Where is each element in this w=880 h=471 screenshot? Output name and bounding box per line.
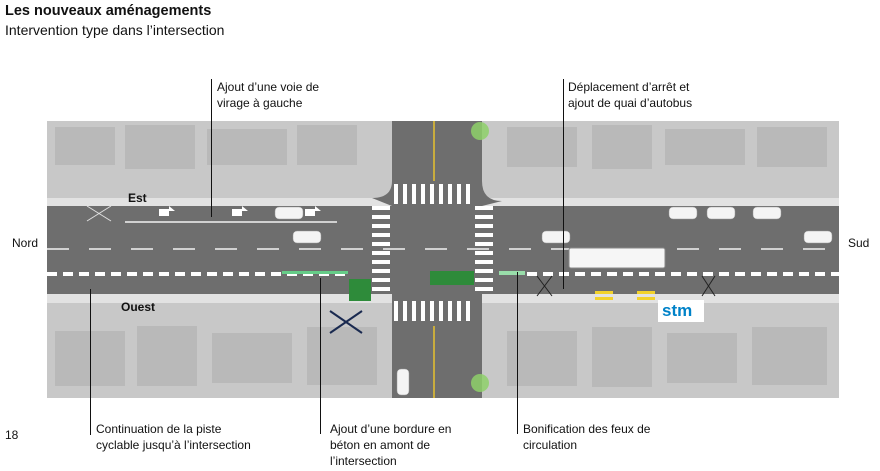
leader-line <box>563 79 564 289</box>
crosswalk-left <box>372 206 390 291</box>
tree <box>471 122 489 140</box>
callout-concrete-curb: Ajout d’une bordure en béton en amont de… <box>330 422 452 468</box>
callout-bus-stop: Déplacement d’arrêt et ajout de quai d’a… <box>568 80 693 110</box>
crosswalk-bottom <box>394 301 470 321</box>
stm-logo: stm <box>658 300 704 322</box>
leader-line <box>211 79 212 217</box>
label-sud: Sud <box>848 236 870 250</box>
leader-line <box>517 272 518 434</box>
page-title: Les nouveaux aménagements <box>5 3 212 19</box>
callout-traffic-lights: Bonification des feux de circulation <box>523 422 651 452</box>
leader-line <box>90 289 91 435</box>
bike-signal-marker <box>349 279 371 301</box>
cross-road <box>392 121 482 398</box>
crosswalks <box>372 184 493 321</box>
label-est: Est <box>128 191 147 205</box>
turn-arrows <box>159 206 321 216</box>
callout-left-turn-lane: Ajout d’une voie de virage à gauche <box>217 80 320 110</box>
intersection-map <box>47 121 839 398</box>
page-subtitle: Intervention type dans l’intersection <box>5 22 225 38</box>
crosswalk-right <box>475 206 493 291</box>
crosswalk-top <box>394 184 470 204</box>
page-number: 18 <box>5 428 19 442</box>
tree <box>471 374 489 392</box>
label-ouest: Ouest <box>121 300 156 314</box>
callout-bike-path: Continuation de la piste cyclable jusqu’… <box>96 422 251 452</box>
leader-line <box>320 278 321 434</box>
bike-box-marker <box>430 271 474 285</box>
bus <box>568 247 666 269</box>
label-nord: Nord <box>12 236 39 250</box>
